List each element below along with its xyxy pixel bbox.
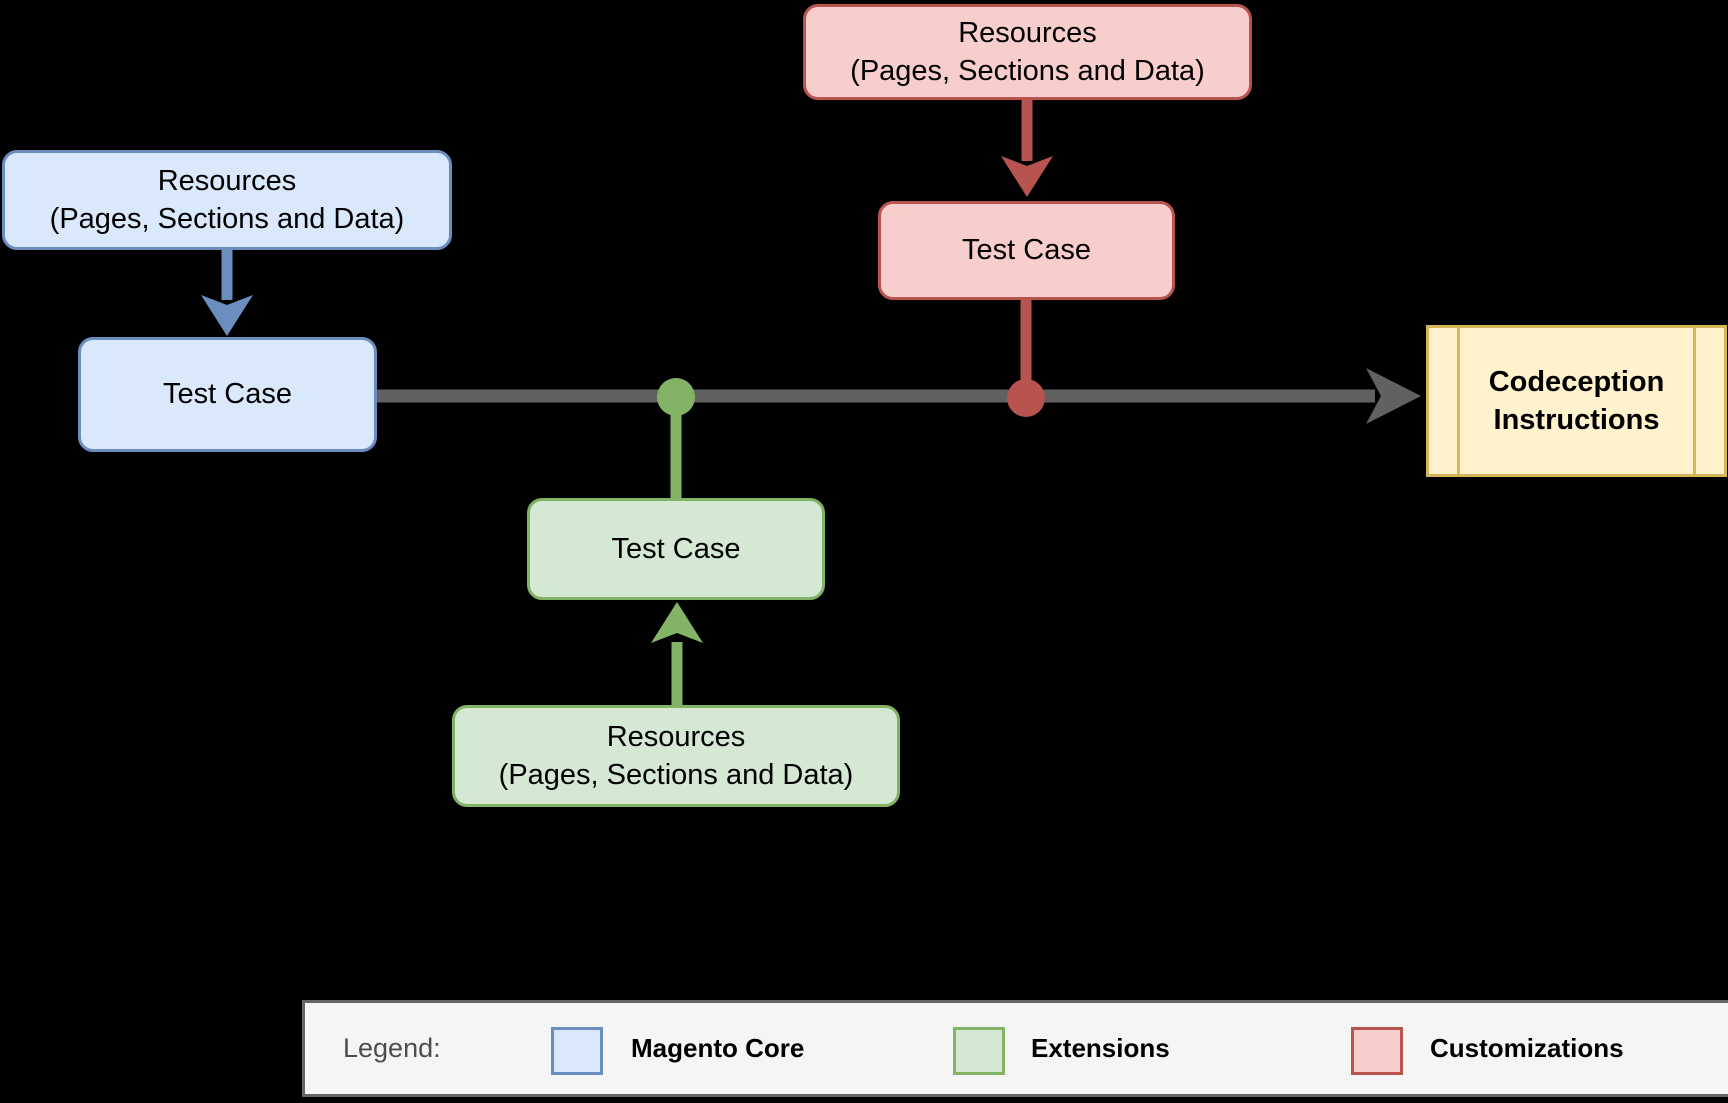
codeception-label: Codeception Instructions [1488, 365, 1665, 436]
legend-title: Legend: [343, 1033, 441, 1063]
legend-label-magento-core: Magento Core [631, 1033, 805, 1063]
node-customizations-test-case: Test Case [878, 201, 1175, 300]
legend-label-extensions: Extensions [1031, 1033, 1170, 1063]
blue-arrow-down [201, 250, 253, 336]
green-junction-connector [657, 378, 695, 500]
legend-label-customizations: Customizations [1430, 1033, 1624, 1063]
legend-swatch-customizations [1351, 1027, 1403, 1075]
legend-swatch-magento-core [551, 1027, 603, 1075]
red-junction-connector [1007, 298, 1045, 417]
node-extensions-resources: Resources (Pages, Sections and Data) [452, 705, 900, 807]
legend-swatch-extensions [953, 1027, 1005, 1075]
node-magento-core-test-case: Test Case [78, 337, 377, 452]
green-arrow-up [651, 602, 703, 705]
red-junction-dot [1007, 379, 1045, 417]
node-customizations-resources: Resources (Pages, Sections and Data) [803, 4, 1252, 100]
timeline-arrow [377, 368, 1421, 424]
red-arrow-down [1001, 100, 1053, 197]
node-extensions-test-case: Test Case [527, 498, 825, 600]
process-bar-right [1693, 328, 1696, 474]
green-junction-dot [657, 378, 695, 416]
process-bar-left [1457, 328, 1460, 474]
node-codeception-instructions: Codeception Instructions [1426, 325, 1727, 477]
legend-bar: Legend: Magento Core Extensions Customiz… [302, 1000, 1728, 1097]
node-magento-core-resources: Resources (Pages, Sections and Data) [2, 150, 452, 250]
